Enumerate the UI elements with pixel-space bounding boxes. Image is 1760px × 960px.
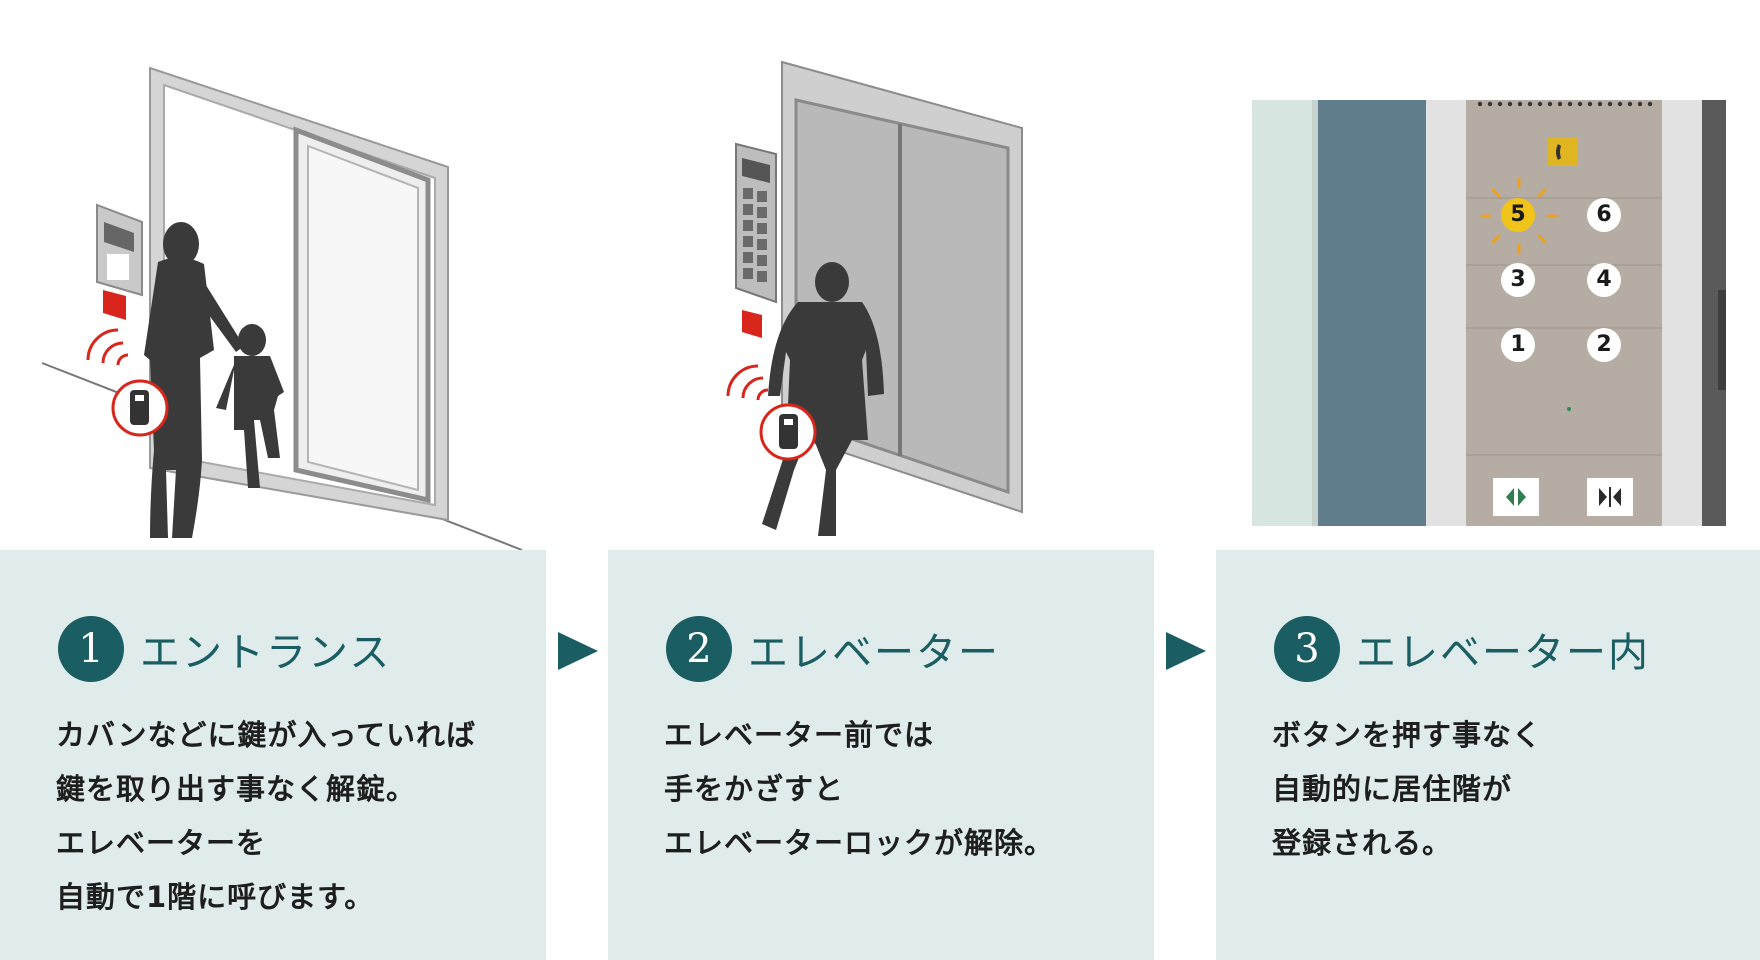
door-open-icon[interactable] (1493, 478, 1539, 516)
card-reader-icon (103, 290, 126, 320)
description-line: 自動で1階に呼びます。 (56, 880, 375, 914)
step-description: ボタンを押す事なく 自動的に居住階が 登録される。 (1272, 708, 1752, 870)
description-line: 登録される。 (1272, 826, 1453, 860)
step-number-badge: 1 (58, 616, 124, 682)
highlight-rays-icon (1480, 177, 1558, 255)
step-description: カバンなどに鍵が入っていれば 鍵を取り出す事なく解錠。 エレベーターを 自動で1… (56, 708, 536, 924)
step-title: エレベーター (748, 630, 1000, 676)
card-reader-icon (742, 310, 762, 338)
floor-button-2[interactable]: 2 (1587, 328, 1621, 362)
phone-icon (1548, 138, 1578, 166)
floor-button-4[interactable]: 4 (1587, 263, 1621, 297)
step-title: エントランス (140, 630, 392, 676)
step-heading: 2 エレベーター (666, 615, 1000, 683)
floor-button-6[interactable]: 6 (1587, 198, 1621, 232)
step-heading: 3 エレベーター内 (1274, 615, 1650, 683)
illustration-elevator-hall (726, 60, 1023, 536)
step-panel-3: 3 エレベーター内 ボタンを押す事なく 自動的に居住階が 登録される。 (1216, 550, 1760, 960)
step-number-badge: 2 (666, 616, 732, 682)
child-silhouette-icon (216, 324, 284, 488)
right-arrow-icon (1166, 632, 1206, 670)
intercom-panel-icon (96, 203, 143, 297)
step-description: エレベーター前では 手をかざすと エレベーターロックが解除。 (664, 708, 1144, 870)
floor-button-3[interactable]: 3 (1501, 263, 1535, 297)
door-close-icon[interactable] (1587, 478, 1633, 516)
description-line: エレベーター前では (664, 718, 935, 752)
description-line: 自動的に居住階が (1272, 772, 1513, 806)
key-fob-icon (759, 403, 817, 461)
step-panel-2: 2 エレベーター エレベーター前では 手をかざすと エレベーターロックが解除。 (608, 550, 1154, 960)
description-line: ボタンを押す事なく (1272, 718, 1543, 752)
description-line: エレベーターロックが解除。 (664, 826, 1055, 860)
illustration-entrance (41, 66, 523, 550)
description-line: 鍵を取り出す事なく解錠。 (56, 772, 417, 806)
keypad-panel-icon (735, 142, 777, 304)
illustration-elevator-interior (1252, 100, 1726, 526)
man-silhouette-icon (762, 262, 884, 536)
step-panel-1: 1 エントランス カバンなどに鍵が入っていれば 鍵を取り出す事なく解錠。 エレベ… (0, 550, 546, 960)
wireless-signal-icon (86, 328, 129, 366)
description-line: エレベーターを (56, 826, 267, 860)
step-heading: 1 エントランス (58, 615, 391, 683)
right-arrow-icon (558, 632, 598, 670)
wireless-signal-icon (726, 364, 769, 401)
elevator-button-panel: 5 6 3 4 1 2 (1466, 180, 1662, 480)
floor-button-1[interactable]: 1 (1501, 328, 1535, 362)
description-line: 手をかざすと (664, 772, 845, 806)
indicator-dot (1567, 407, 1571, 411)
key-fob-icon (111, 379, 169, 437)
step-number-badge: 3 (1274, 616, 1340, 682)
description-line: カバンなどに鍵が入っていれば (56, 718, 477, 752)
adult-silhouette-icon (144, 222, 244, 538)
floor-button-5[interactable]: 5 (1501, 198, 1535, 232)
step-title: エレベーター内 (1356, 630, 1650, 676)
